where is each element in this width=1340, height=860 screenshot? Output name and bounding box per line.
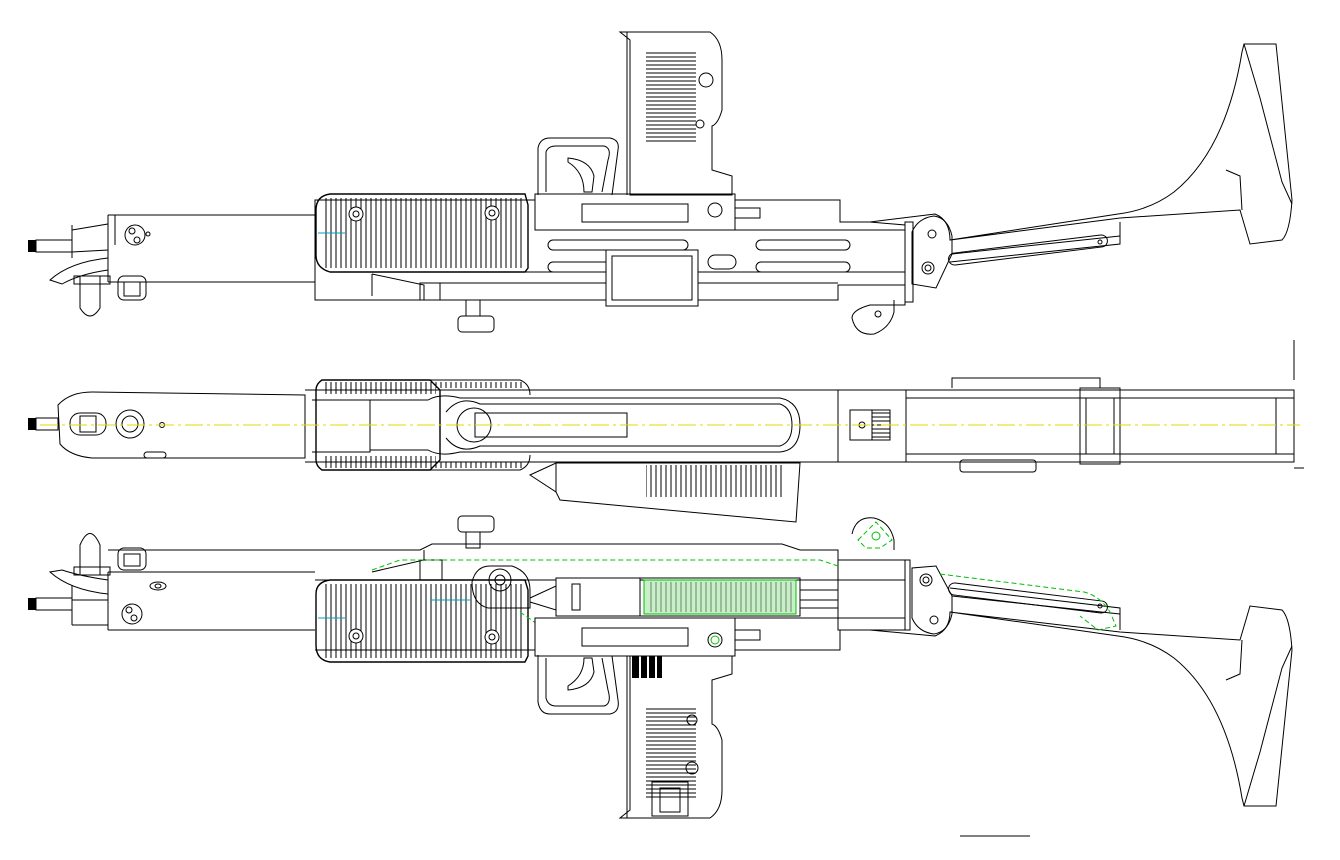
magazine-hidden (371, 559, 839, 651)
side-view-left (28, 31, 1293, 335)
receiver (314, 199, 906, 307)
trigger (537, 655, 662, 715)
magazine (528, 462, 801, 523)
top-view (28, 340, 1304, 523)
top-cover (534, 193, 761, 231)
barrel-housing (107, 214, 315, 283)
rear-block (838, 221, 914, 335)
magazine (618, 31, 733, 196)
receiver (305, 389, 907, 463)
folding-stock (869, 565, 1293, 807)
top-cover (534, 617, 761, 657)
handguard-ribbing (315, 193, 529, 273)
folding-stock (905, 340, 1304, 473)
trigger (537, 137, 619, 196)
muzzle (28, 533, 147, 626)
muzzle (28, 391, 306, 459)
handguard-ribbing (315, 379, 531, 471)
handguard-ribbing (315, 579, 529, 663)
cocking-knob (457, 515, 495, 549)
cocking-knob (457, 299, 495, 333)
side-view-right (28, 515, 1293, 837)
grip-serration-pattern (618, 655, 733, 819)
folding-stock (869, 43, 1293, 289)
front-foot (73, 275, 147, 317)
muzzle (28, 223, 109, 285)
barrel-housing (107, 549, 315, 631)
sight (851, 517, 895, 550)
